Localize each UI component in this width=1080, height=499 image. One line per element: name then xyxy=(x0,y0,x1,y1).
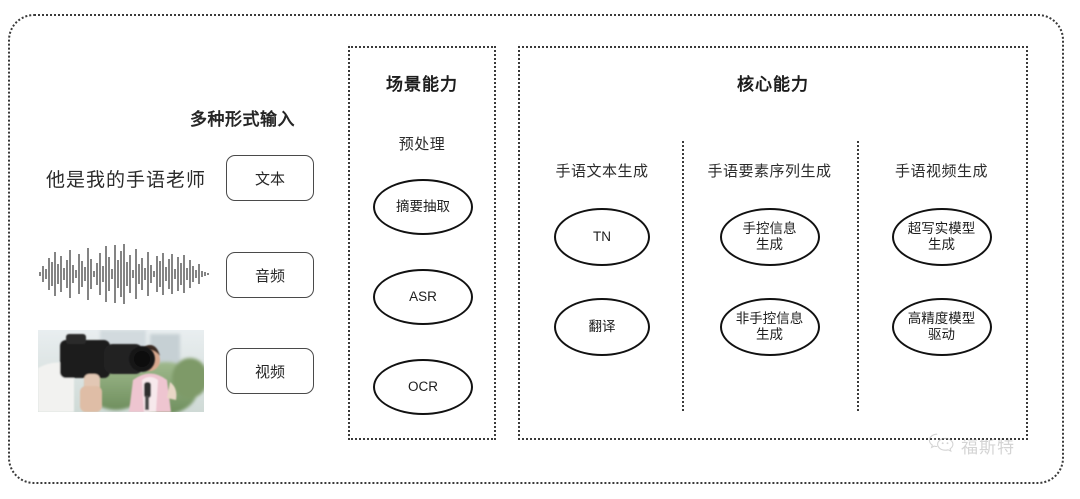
input-section: 多种形式输入 他是我的手语老师 文本 xyxy=(30,30,335,450)
core-node-photorealistic-model-generation[interactable]: 超写实模型生成 xyxy=(891,208,992,266)
scene-panel-title: 场景能力 xyxy=(386,75,458,94)
input-row-video: 视频 xyxy=(30,330,335,412)
core-panel-title: 核心能力 xyxy=(737,75,809,94)
core-column-sign-element-sequence-generation: 手语要素序列生成 手控信息生成 非手控信息生成 xyxy=(682,48,857,442)
scene-node-summary-extraction[interactable]: 摘要抽取 xyxy=(373,179,473,235)
scene-capability-panel: 场景能力 预处理 摘要抽取 ASR OCR xyxy=(348,46,496,440)
core-column-header-2: 手语视频生成 xyxy=(894,163,988,180)
core-capability-panel: 核心能力 手语文本生成 TN 翻译 手语要素序列生成 手控信息生成 非手控信息生… xyxy=(518,46,1028,440)
watermark: 福斯特 xyxy=(928,432,1015,459)
core-column-sign-text-generation: 手语文本生成 TN 翻译 xyxy=(522,48,682,442)
input-row-audio: 音频 xyxy=(30,244,335,304)
watermark-text: 福斯特 xyxy=(961,438,1015,457)
core-column-divider-2 xyxy=(857,141,859,411)
modality-button-audio[interactable]: 音频 xyxy=(226,252,314,298)
diagram-outer-frame xyxy=(8,14,1064,484)
core-node-manual-info-generation[interactable]: 手控信息生成 xyxy=(719,208,820,266)
scene-node-asr[interactable]: ASR xyxy=(373,269,473,325)
input-section-heading: 多种形式输入 xyxy=(190,110,295,129)
core-node-translation[interactable]: 翻译 xyxy=(554,298,650,356)
scene-panel-subtitle: 预处理 xyxy=(398,136,446,153)
wechat-icon xyxy=(928,432,956,459)
modality-button-video[interactable]: 视频 xyxy=(226,348,314,394)
core-node-non-manual-info-generation[interactable]: 非手控信息生成 xyxy=(719,298,820,356)
video-thumbnail-image xyxy=(38,330,204,412)
sample-sentence-text: 他是我的手语老师 xyxy=(46,170,207,191)
core-column-sign-video-generation: 手语视频生成 超写实模型生成 高精度模型驱动 xyxy=(857,48,1026,442)
audio-waveform-icon xyxy=(38,240,210,308)
core-column-header-1: 手语要素序列生成 xyxy=(707,163,832,180)
modality-button-text[interactable]: 文本 xyxy=(226,155,314,201)
scene-node-ocr[interactable]: OCR xyxy=(373,359,473,415)
core-node-tn[interactable]: TN xyxy=(554,208,650,266)
core-column-header-0: 手语文本生成 xyxy=(555,163,649,180)
input-row-text: 他是我的手语老师 文本 xyxy=(30,155,335,201)
core-column-divider-1 xyxy=(682,141,684,411)
core-node-high-precision-model-driving[interactable]: 高精度模型驱动 xyxy=(891,298,992,356)
